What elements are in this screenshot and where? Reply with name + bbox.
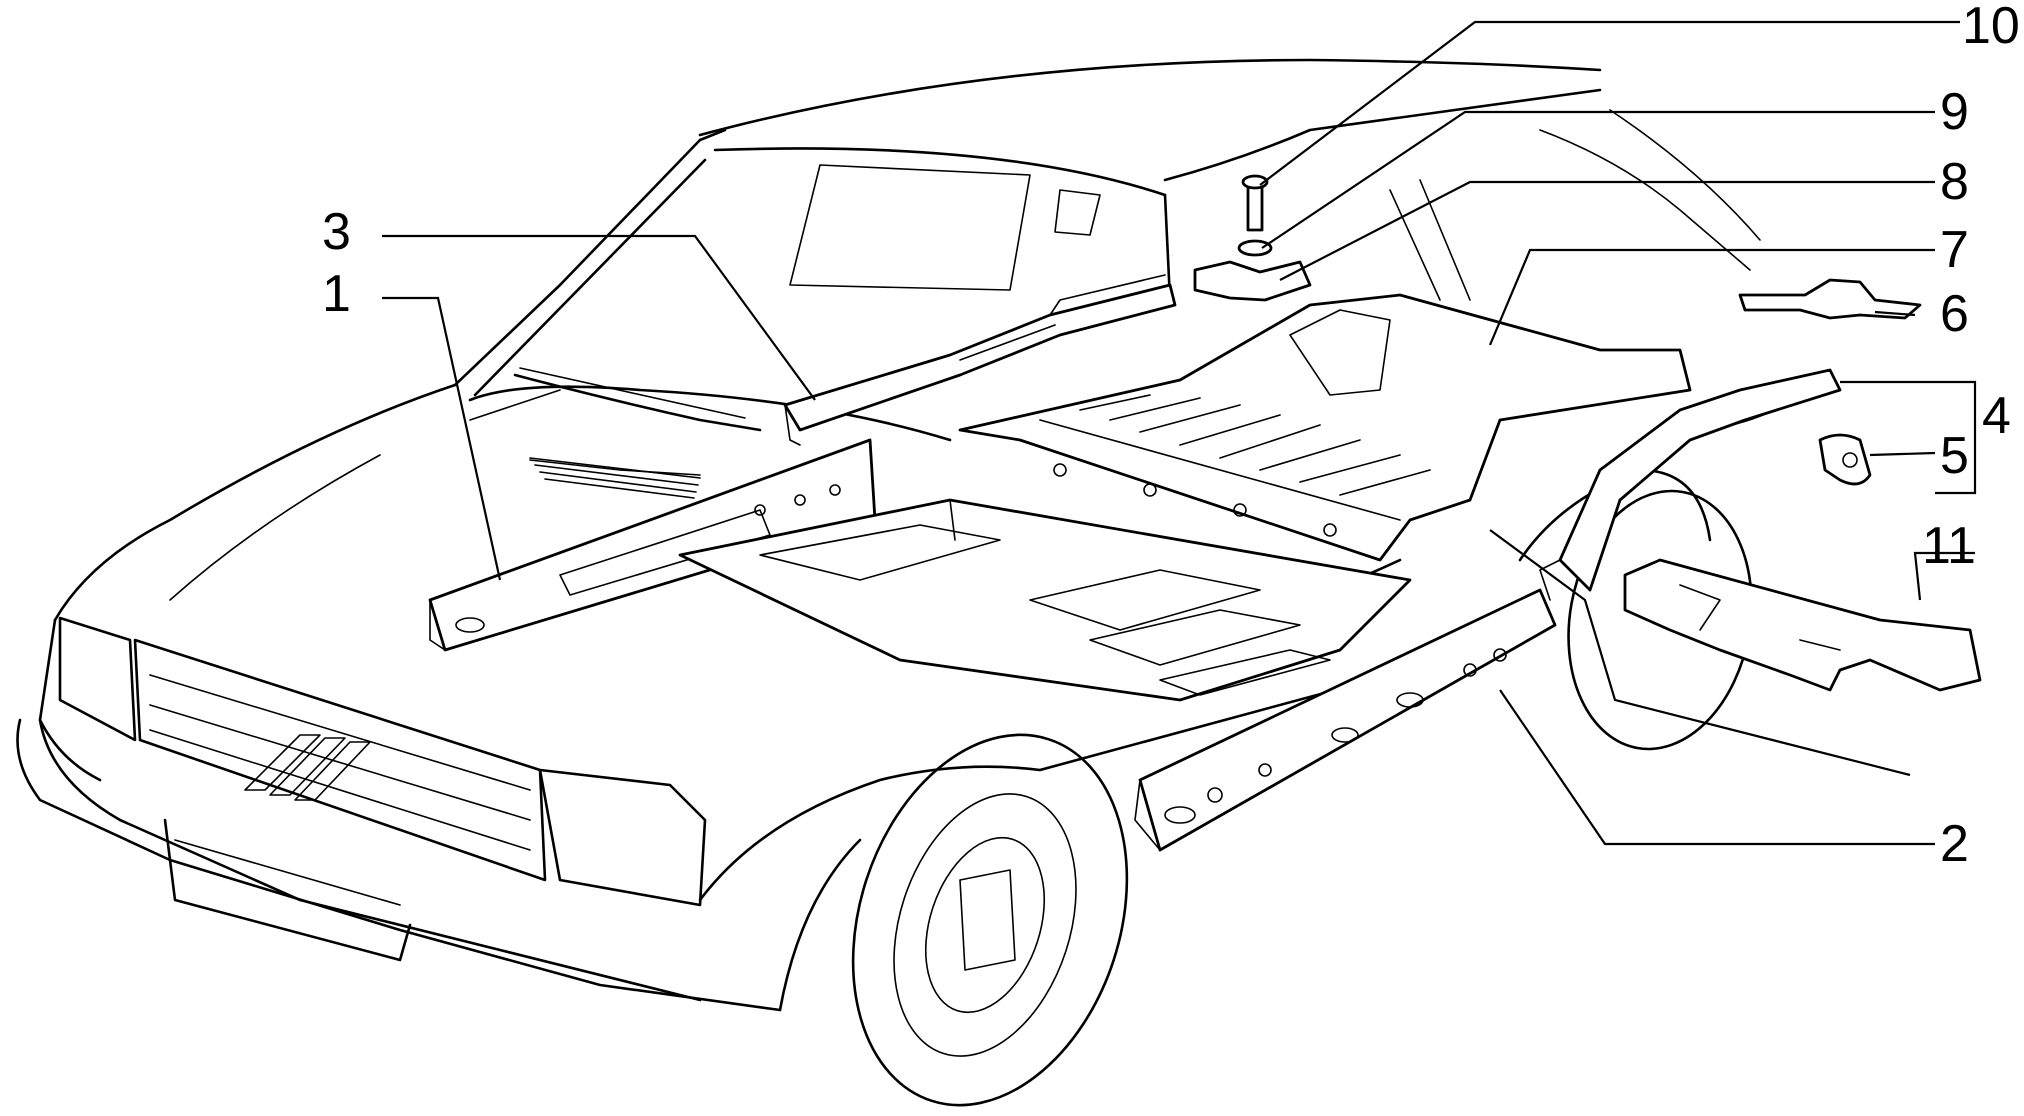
- callout-2: 2: [1940, 815, 1969, 873]
- part-3-cowl-crossmember: [783, 274, 1177, 446]
- callout-3: 3: [322, 203, 351, 261]
- part-2-sill-member: [1134, 588, 1557, 852]
- part-9-washer: [1237, 239, 1273, 257]
- callout-4: 4: [1982, 387, 2011, 445]
- callout-5: 5: [1940, 427, 1969, 485]
- callout-6: 6: [1940, 285, 1969, 343]
- part-8-bracket: [1193, 260, 1312, 302]
- front-floor-pan: [678, 498, 1412, 702]
- callout-8: 8: [1940, 153, 1969, 211]
- part-4-rear-side-member: [1539, 368, 1842, 601]
- part-10-bolt: [1241, 174, 1269, 232]
- part-5-plate: [1818, 433, 1872, 486]
- callout-11: 11: [1922, 517, 1976, 575]
- callout-1: 1: [322, 265, 351, 323]
- part-7-rear-floor: [958, 293, 1692, 562]
- leader-lines: [382, 20, 1977, 846]
- callout-9: 9: [1940, 83, 1969, 141]
- callout-10: 10: [1962, 0, 2020, 55]
- part-11-rear-crossmember: [1623, 558, 1982, 692]
- callout-7: 7: [1940, 221, 1969, 279]
- part-6-bracket: [1738, 278, 1922, 320]
